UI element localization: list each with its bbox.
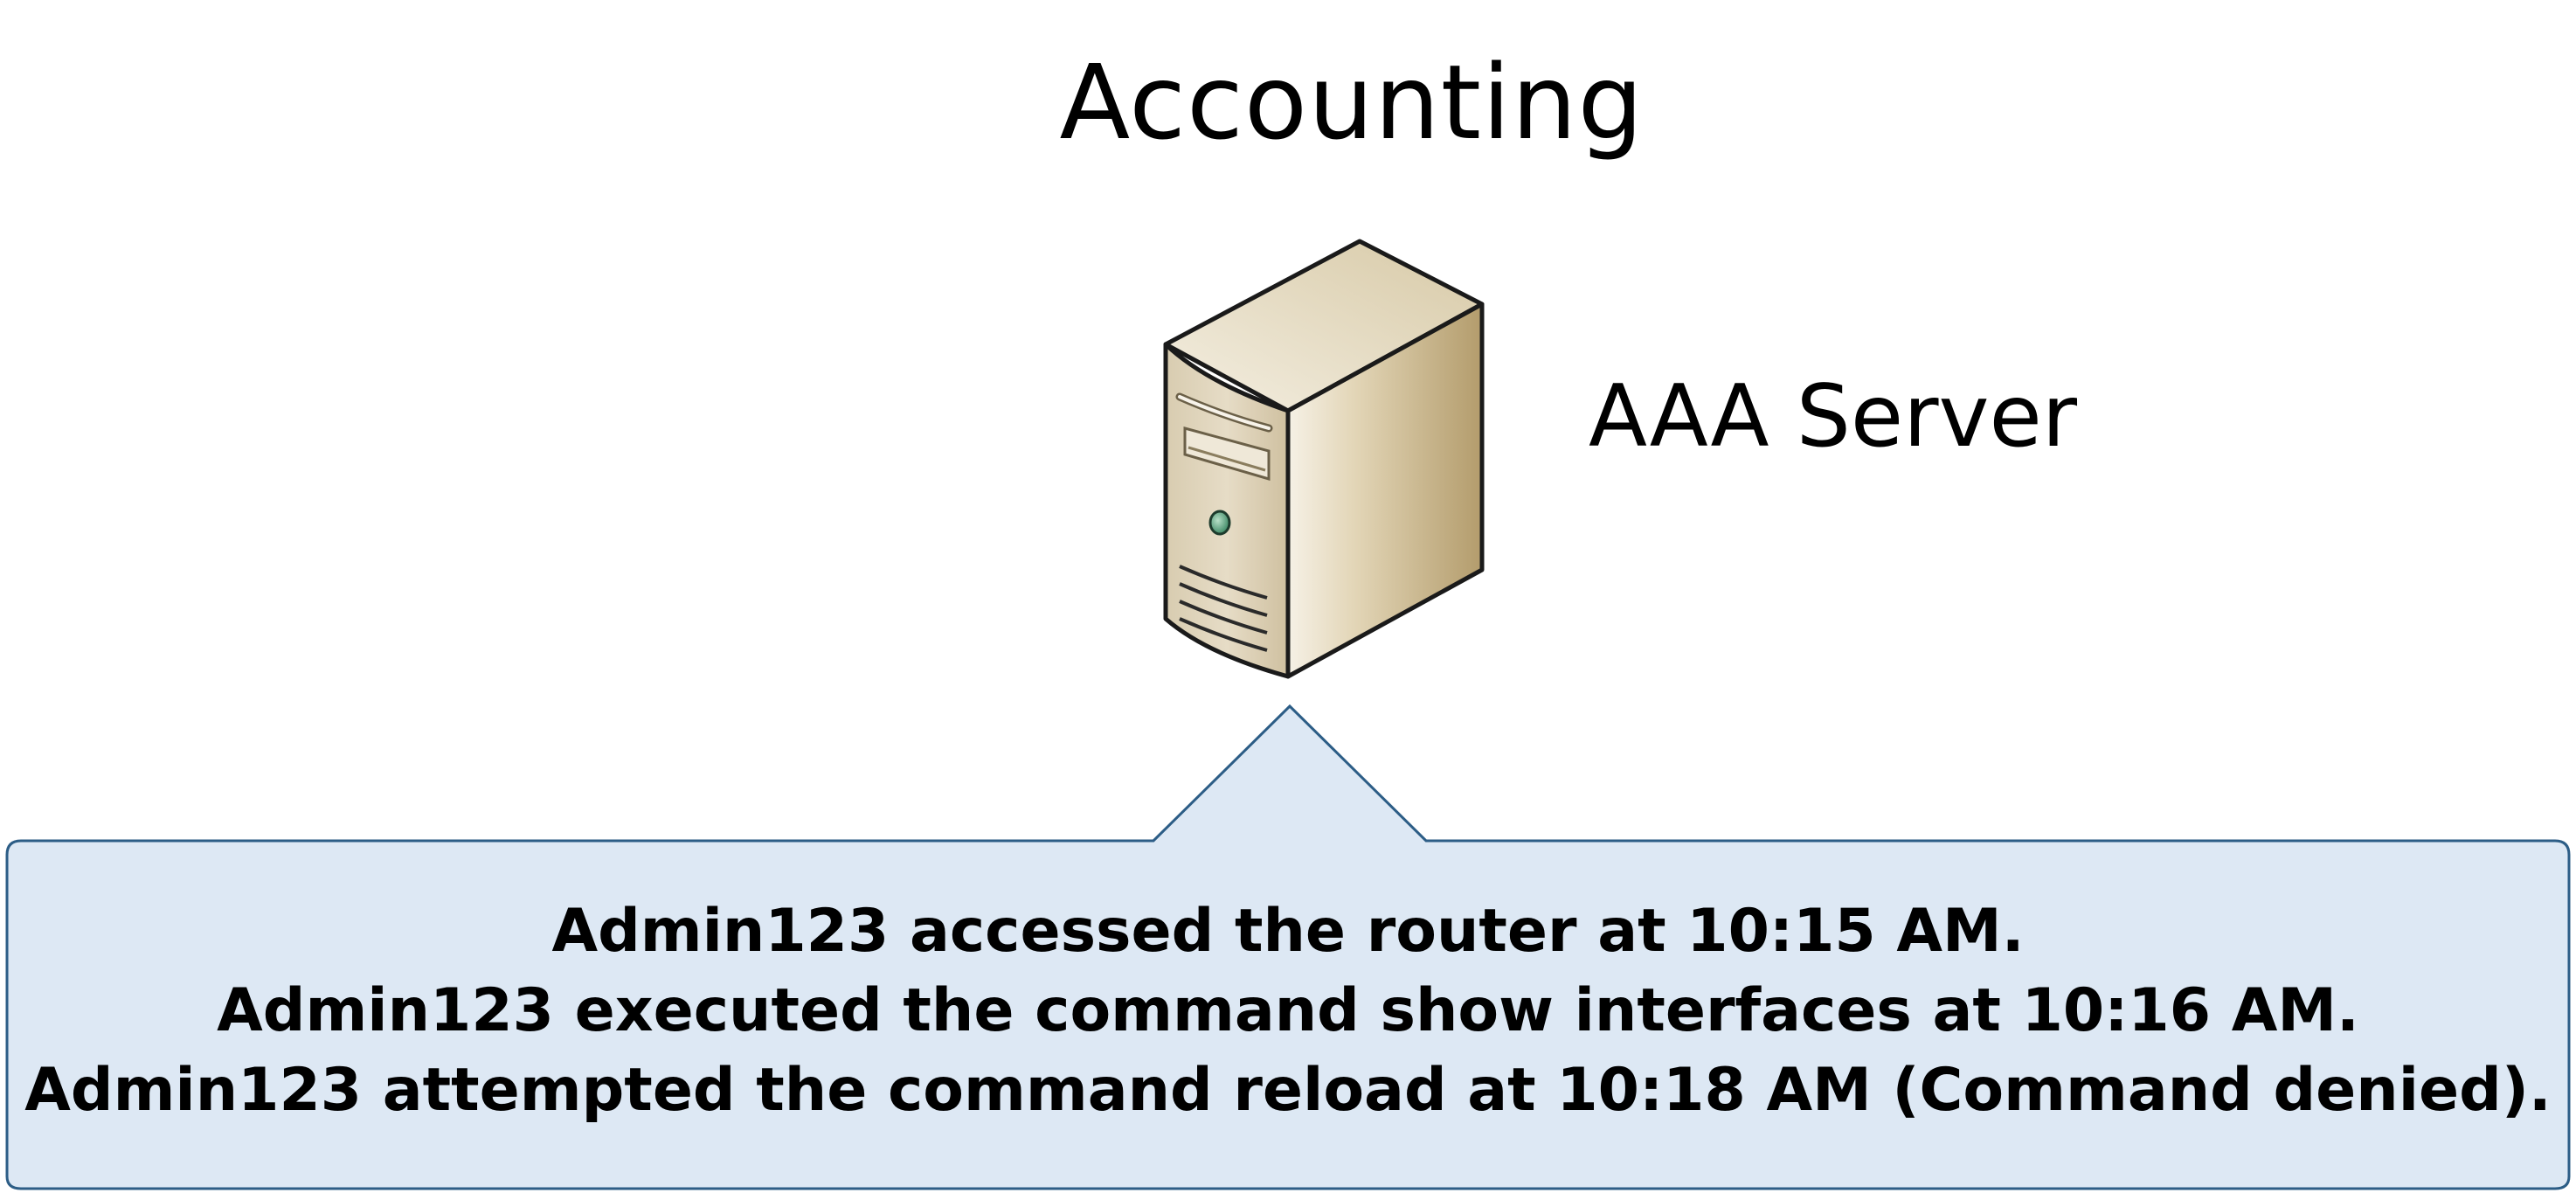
callout-text: Admin123 accessed the router at 10:15 AM… [9,891,2567,1130]
diagram-title: Accounting [1059,42,1645,163]
log-line-access: Admin123 accessed the router at 10:15 AM… [551,897,2025,966]
server-label: AAA Server [1589,367,2078,467]
log-line-reload-denied: Admin123 attempted the command reload at… [24,1056,2552,1125]
server-tower-icon [1163,239,1485,679]
log-line-show-interfaces: Admin123 executed the command show inter… [217,976,2359,1045]
